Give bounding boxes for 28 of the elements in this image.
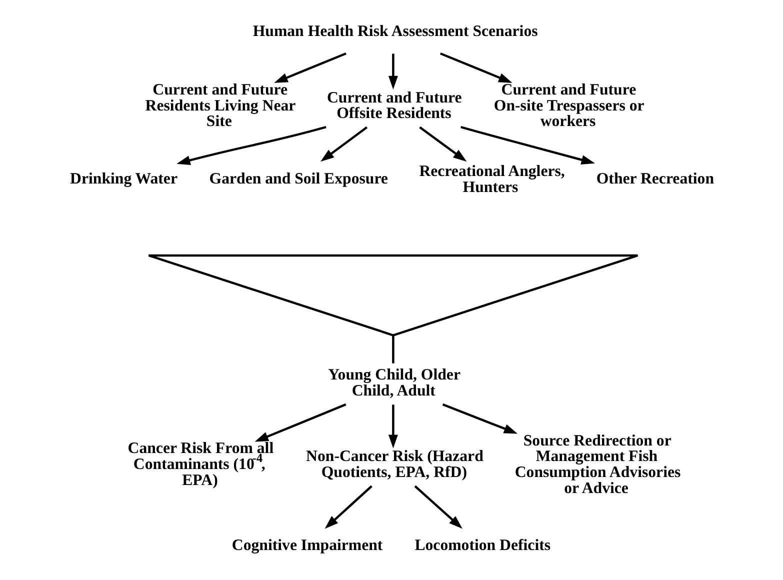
arrow — [176, 126, 326, 165]
arrow — [324, 485, 372, 529]
arrow — [274, 52, 346, 83]
node-text: Non-Cancer Risk (Hazard Quotients, EPA, RfD) — [306, 448, 484, 481]
node-text: Young Child, Older Child, Adult — [328, 366, 460, 400]
arrow — [388, 54, 398, 90]
node-text: Source Redirection or Management Fish Consumption Advisories or Advice — [514, 432, 681, 497]
node-text: Current and Future Offsite Residents — [326, 89, 462, 122]
node-text: Current and Future On-site Trespassers or workers — [494, 81, 644, 130]
node-text: Recreational Anglers, Hunters — [419, 162, 565, 196]
node-text: Garden and Soil Exposure — [209, 170, 388, 188]
node-text: Locomotion Deficits — [414, 536, 551, 554]
arrow — [419, 126, 467, 162]
arrow — [320, 126, 368, 162]
node-text: Other Recreation — [596, 170, 714, 188]
arrow — [254, 403, 346, 442]
arrow — [414, 485, 462, 529]
node-text: Current and Future Residents Living Near Site — [145, 81, 296, 130]
node-funnel — [148, 254, 639, 336]
connector — [392, 335, 394, 364]
node-text: Drinking Water — [70, 170, 178, 188]
node-text: Cancer Risk From all Contaminants (10$^{-4}$, EPA) — [128, 440, 274, 489]
node-text: Cognitive Impairment — [232, 536, 383, 554]
arrow — [440, 52, 512, 83]
arrow — [442, 403, 518, 434]
arrow — [460, 126, 595, 164]
arrow — [388, 404, 398, 448]
node-text: Human Health Risk Assessment Scenarios — [252, 23, 538, 40]
